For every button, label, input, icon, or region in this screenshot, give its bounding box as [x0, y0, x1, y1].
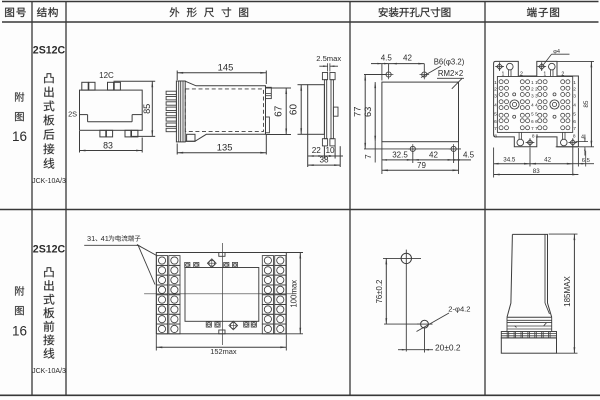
svg-text:5: 5	[531, 111, 534, 116]
svg-text:4: 4	[573, 103, 576, 109]
svg-text:5: 5	[573, 111, 576, 117]
svg-text:12C: 12C	[99, 71, 114, 80]
svg-text:8: 8	[494, 134, 497, 140]
svg-text:16: 16	[12, 129, 27, 144]
svg-text:1: 1	[535, 80, 538, 85]
svg-text:32.5: 32.5	[392, 151, 408, 160]
svg-text:8: 8	[532, 134, 535, 140]
svg-text:3: 3	[573, 93, 576, 99]
svg-text:4: 4	[494, 103, 497, 109]
svg-text:83: 83	[103, 140, 113, 150]
svg-text:6: 6	[573, 119, 576, 125]
svg-text:2S12C: 2S12C	[33, 244, 66, 256]
svg-text:63: 63	[363, 107, 373, 117]
svg-text:22: 22	[312, 146, 322, 155]
svg-text:7: 7	[364, 154, 373, 159]
svg-text:1: 1	[573, 80, 576, 86]
svg-text:76±0.2: 76±0.2	[375, 280, 384, 304]
svg-text:2.5max: 2.5max	[316, 54, 341, 63]
svg-text:85: 85	[142, 104, 152, 114]
svg-text:8: 8	[573, 134, 576, 140]
svg-text:JCK-10A/3: JCK-10A/3	[32, 368, 66, 375]
svg-text:38: 38	[319, 155, 329, 164]
svg-text:7: 7	[535, 126, 538, 131]
svg-text:79: 79	[417, 161, 426, 170]
svg-text:31: 31	[87, 234, 95, 243]
svg-text:1: 1	[494, 80, 497, 86]
svg-text:2S: 2S	[68, 110, 77, 119]
svg-text:152max: 152max	[210, 347, 237, 356]
svg-text:7: 7	[494, 126, 497, 132]
svg-text:41: 41	[101, 234, 109, 243]
svg-text:B6(φ3.2): B6(φ3.2)	[434, 57, 465, 66]
svg-text:1: 1	[531, 80, 534, 85]
svg-text:2: 2	[561, 71, 564, 77]
svg-text:4: 4	[535, 103, 538, 108]
svg-text:2: 2	[573, 86, 576, 92]
svg-text:77: 77	[353, 106, 364, 117]
svg-text:3: 3	[494, 93, 497, 99]
svg-text:2S12C: 2S12C	[33, 45, 66, 57]
svg-text:185MAX: 185MAX	[563, 275, 572, 306]
svg-text:1: 1	[502, 71, 505, 77]
svg-text:6: 6	[535, 119, 538, 124]
svg-text:8: 8	[536, 134, 539, 140]
svg-text:4: 4	[531, 103, 534, 108]
svg-text:42: 42	[403, 54, 412, 63]
svg-text:20±0.2: 20±0.2	[435, 343, 461, 353]
svg-text:6: 6	[531, 119, 534, 124]
svg-text:2: 2	[531, 86, 534, 91]
svg-text:83: 83	[533, 168, 540, 175]
svg-text:42: 42	[429, 151, 438, 160]
svg-text:1: 1	[543, 71, 546, 77]
svg-text:100max: 100max	[289, 280, 298, 308]
svg-text:2: 2	[520, 71, 523, 77]
svg-text:7: 7	[573, 126, 576, 132]
svg-text:85: 85	[583, 100, 590, 108]
svg-text:42: 42	[544, 157, 551, 164]
svg-text:7: 7	[531, 126, 534, 131]
svg-text:2-φ4.2: 2-φ4.2	[448, 304, 470, 313]
svg-text:3: 3	[531, 93, 534, 98]
svg-text:5: 5	[535, 111, 538, 116]
svg-text:67: 67	[274, 105, 285, 117]
svg-text:φ4: φ4	[553, 49, 560, 55]
svg-text:4: 4	[581, 134, 584, 140]
svg-text:145: 145	[218, 62, 234, 73]
svg-text:3: 3	[535, 93, 538, 98]
svg-text:4.5: 4.5	[381, 54, 393, 63]
svg-text:2: 2	[535, 86, 538, 91]
svg-text:16: 16	[12, 323, 27, 338]
svg-text:2: 2	[494, 86, 497, 92]
svg-text:60: 60	[289, 104, 300, 116]
svg-text:6.5: 6.5	[582, 158, 591, 164]
svg-text:135: 135	[217, 142, 233, 153]
svg-text:JCK-10A/3: JCK-10A/3	[32, 178, 66, 185]
svg-text:34.5: 34.5	[503, 157, 516, 164]
svg-text:6: 6	[494, 119, 497, 125]
svg-text:RM2×2: RM2×2	[438, 69, 463, 78]
svg-text:4.5: 4.5	[463, 151, 475, 160]
svg-text:5: 5	[494, 111, 497, 117]
svg-text:10: 10	[325, 146, 335, 155]
